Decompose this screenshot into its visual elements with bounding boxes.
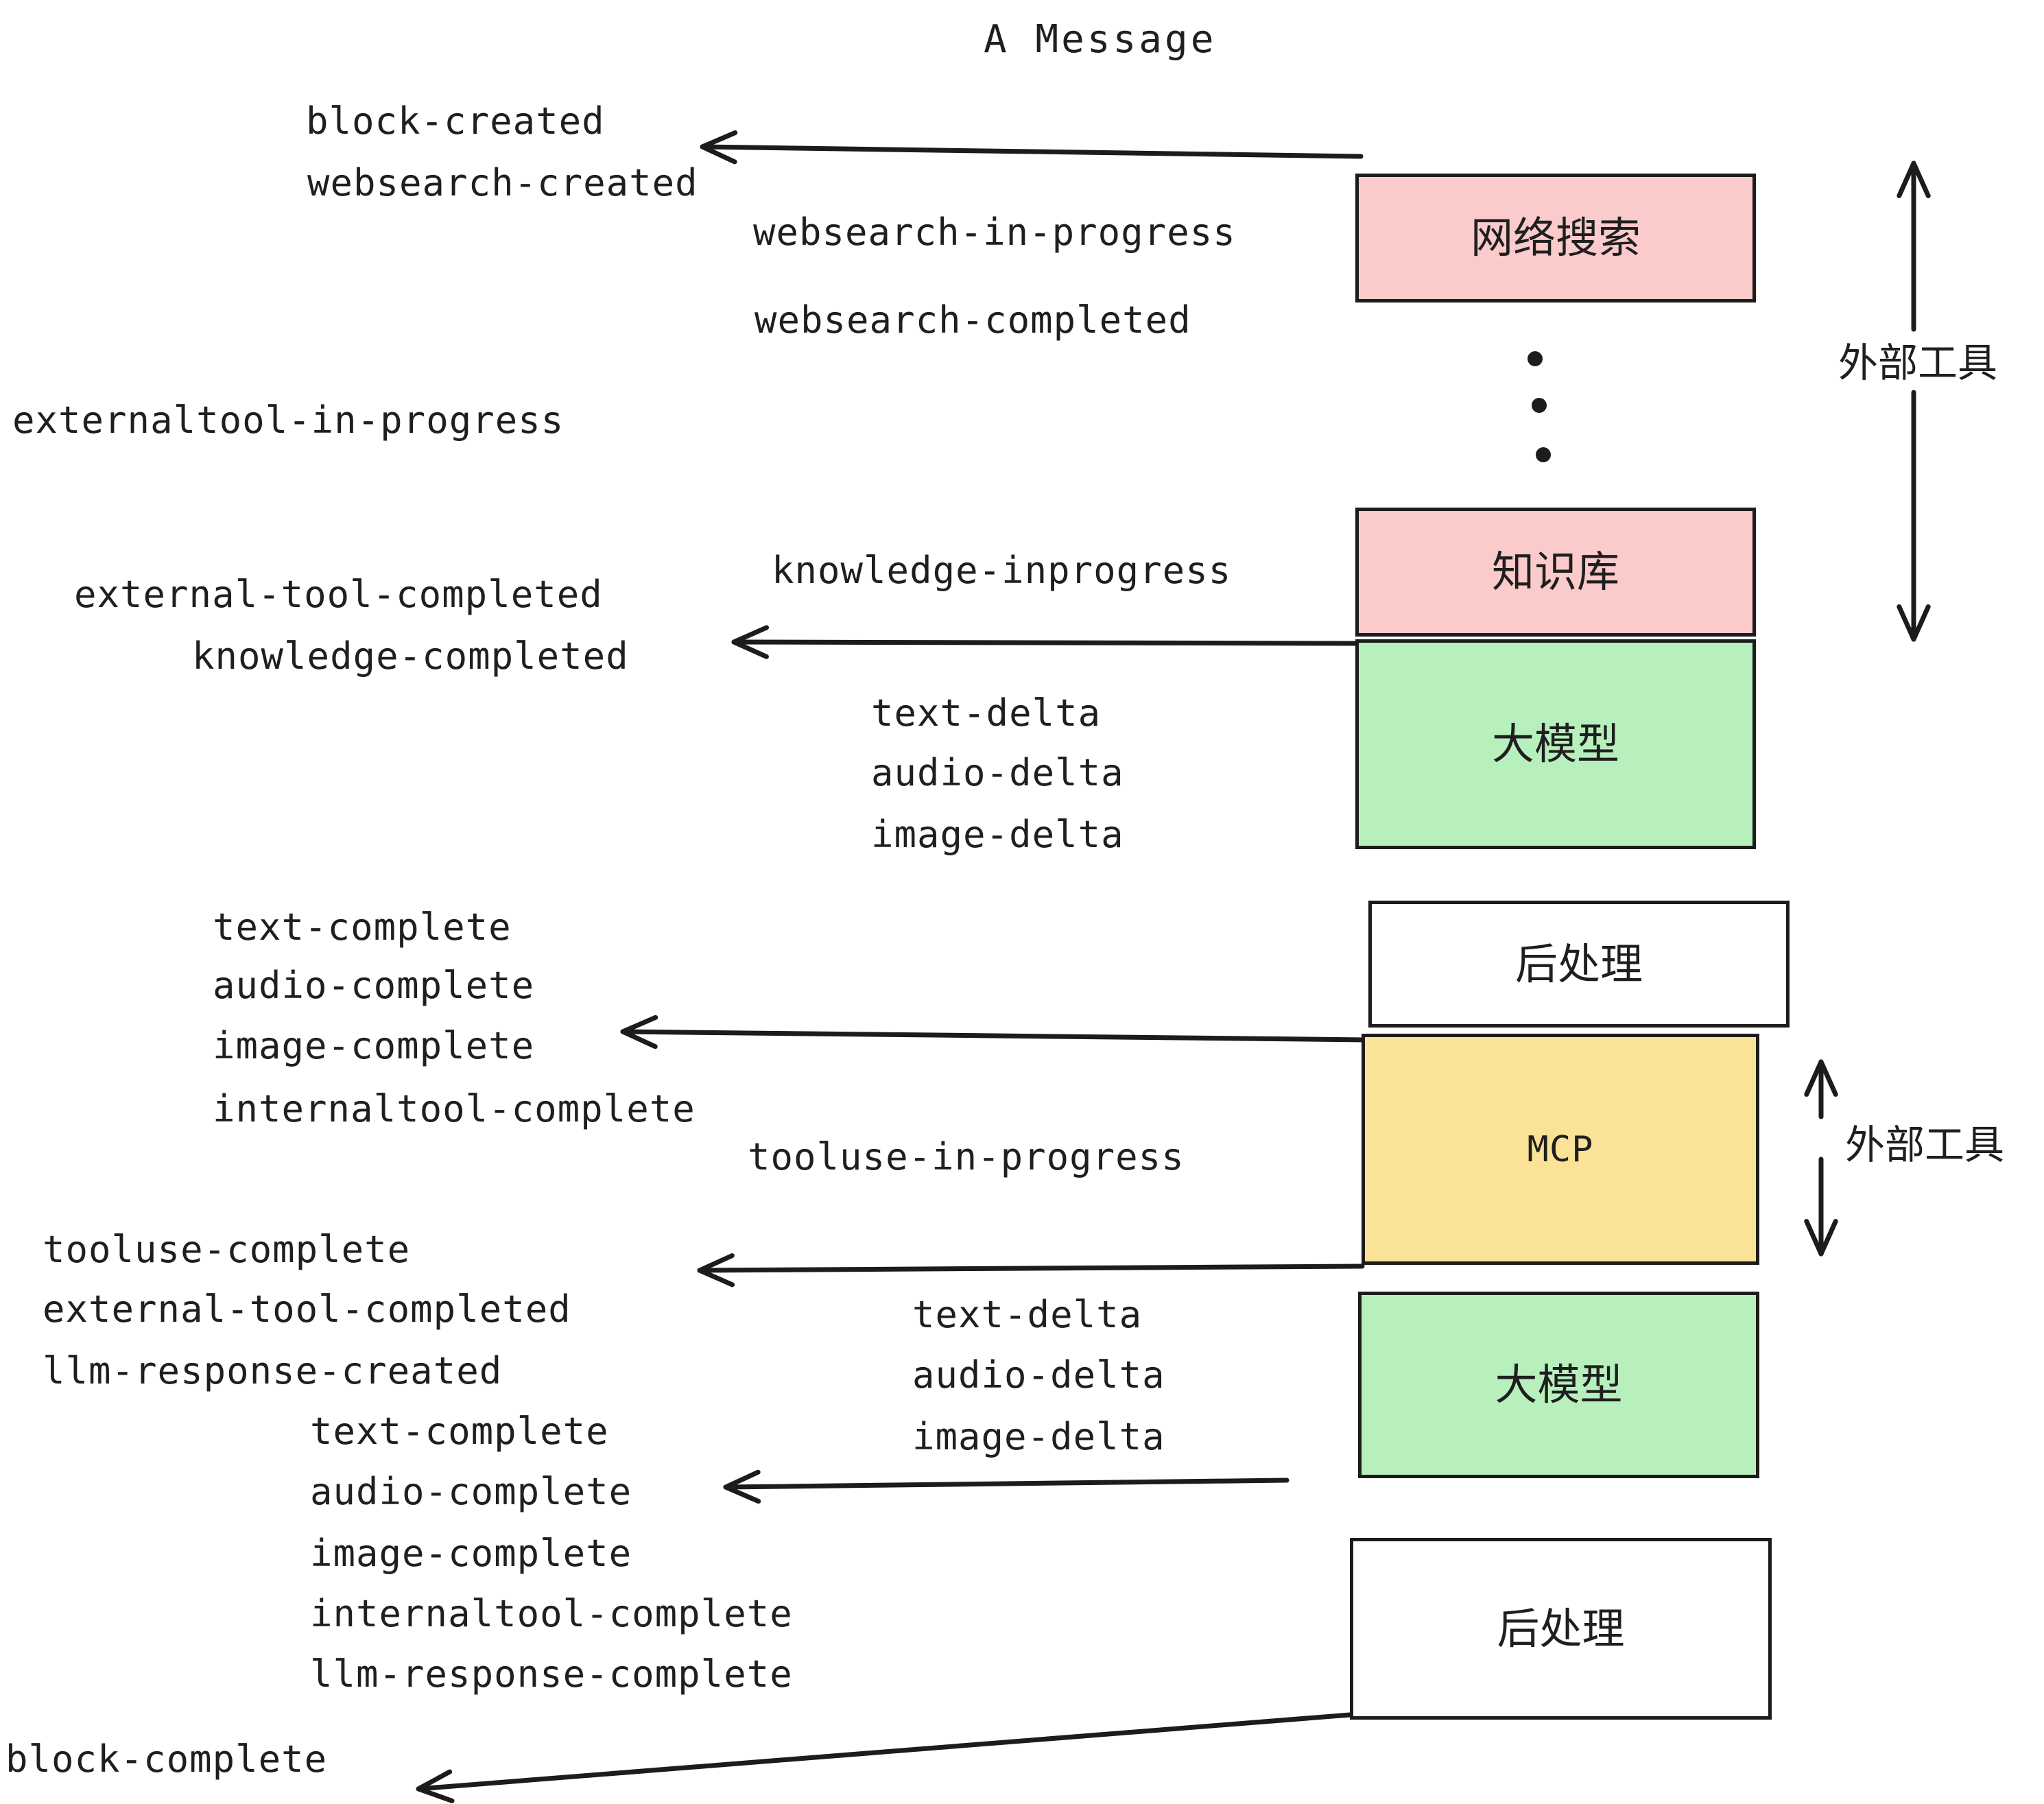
event-label: image-complete xyxy=(213,1024,535,1067)
external-tool-span-top-up xyxy=(1897,161,1931,332)
event-label: image-delta xyxy=(871,813,1124,856)
audio-complete-arrow xyxy=(723,1469,1290,1504)
node-box-llm-bottom: 大模型 xyxy=(1358,1292,1759,1478)
event-label: knowledge-inprogress xyxy=(772,549,1232,592)
node-box-label: 后处理 xyxy=(1514,938,1643,989)
external-tool-span-bottom-down xyxy=(1804,1156,1838,1257)
event-label: websearch-completed xyxy=(754,298,1191,342)
external-tool-span-top-down xyxy=(1897,390,1931,642)
node-box-label: MCP xyxy=(1527,1128,1594,1170)
event-label: knowledge-completed xyxy=(192,634,629,678)
node-box-label: 后处理 xyxy=(1497,1603,1625,1654)
external-tool-span-bottom-up xyxy=(1804,1059,1838,1119)
event-label: text-delta xyxy=(871,691,1102,735)
event-label: external-tool-completed xyxy=(43,1287,571,1331)
node-box-label: 大模型 xyxy=(1495,1360,1623,1410)
event-label: block-created xyxy=(306,99,605,143)
node-box-postprocess-bottom: 后处理 xyxy=(1350,1538,1772,1720)
block-complete-arrow xyxy=(416,1712,1353,1803)
external-tool-label: 外部工具 xyxy=(1838,340,1998,386)
event-label: image-complete xyxy=(310,1532,632,1575)
node-box-mcp: MCP xyxy=(1362,1034,1759,1265)
event-label: websearch-created xyxy=(307,161,698,204)
event-label: text-complete xyxy=(310,1410,609,1453)
node-box-label: 大模型 xyxy=(1491,719,1619,769)
event-label: image-delta xyxy=(912,1415,1165,1458)
event-label: tooluse-in-progress xyxy=(748,1135,1185,1178)
block-created-arrow xyxy=(700,130,1364,165)
event-label: internaltool-complete xyxy=(213,1087,696,1130)
node-box-label: 网络搜索 xyxy=(1470,213,1641,263)
event-label: tooluse-complete xyxy=(43,1228,411,1271)
ellipsis-dot-icon xyxy=(1536,447,1551,462)
event-label: text-delta xyxy=(912,1293,1143,1336)
event-label: external-tool-completed xyxy=(74,573,603,616)
event-label: internaltool-complete xyxy=(310,1592,793,1635)
event-label: audio-complete xyxy=(310,1470,632,1513)
node-box-knowledge: 知识库 xyxy=(1355,508,1756,637)
event-label: llm-response-created xyxy=(43,1349,503,1392)
knowledge-completed-arrow xyxy=(731,625,1359,659)
tooluse-complete-arrow xyxy=(697,1253,1365,1287)
event-label: websearch-in-progress xyxy=(753,211,1236,254)
event-label: audio-delta xyxy=(912,1353,1165,1397)
diagram-title: A Message xyxy=(984,17,1217,62)
event-label: externaltool-in-progress xyxy=(12,399,565,442)
image-complete-arrow xyxy=(620,1014,1369,1049)
node-box-llm-top: 大模型 xyxy=(1355,639,1756,849)
event-label: audio-delta xyxy=(871,751,1124,794)
node-box-label: 知识库 xyxy=(1491,547,1619,597)
node-box-postprocess-top: 后处理 xyxy=(1368,901,1790,1028)
external-tool-label: 外部工具 xyxy=(1845,1121,2005,1168)
node-box-websearch: 网络搜索 xyxy=(1355,174,1756,302)
event-label: text-complete xyxy=(213,905,512,949)
event-label: llm-response-complete xyxy=(310,1652,793,1696)
event-label: audio-complete xyxy=(213,964,535,1007)
ellipsis-dot-icon xyxy=(1532,398,1547,413)
event-label: block-complete xyxy=(5,1737,328,1781)
ellipsis-dot-icon xyxy=(1528,351,1543,366)
